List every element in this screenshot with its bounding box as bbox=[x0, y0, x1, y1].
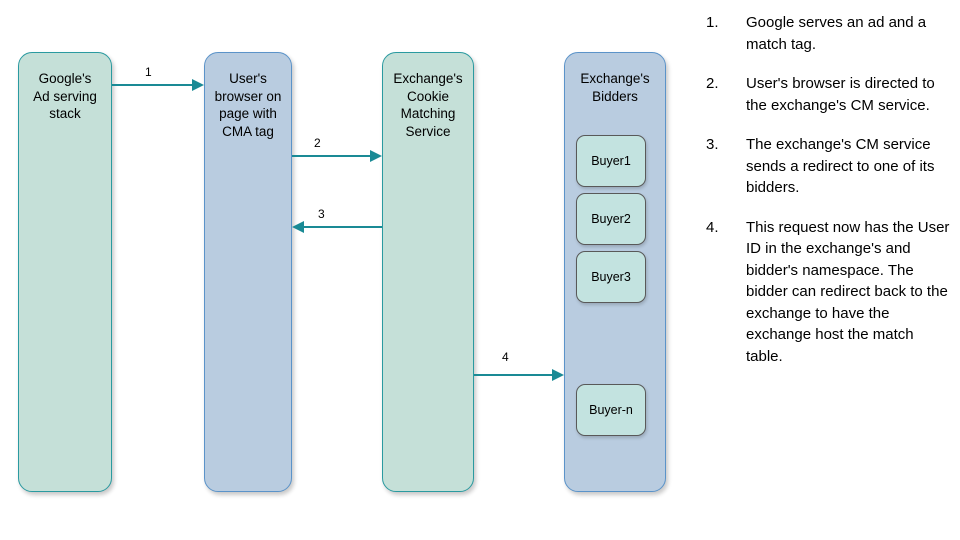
bidder-label: Buyer2 bbox=[591, 211, 631, 226]
arrow-1-label: 1 bbox=[145, 65, 152, 79]
step-text: Google serves an ad and a match tag. bbox=[746, 14, 927, 53]
step-item: 2. User's browser is directed to the exc… bbox=[706, 73, 950, 116]
bidder-label: Buyer3 bbox=[591, 269, 631, 284]
step-number: 3. bbox=[706, 136, 719, 153]
bidder-buyern[interactable]: Buyer-n bbox=[576, 384, 646, 436]
node-label: User's browser on page with CMA tag bbox=[214, 71, 282, 139]
bidder-buyer2[interactable]: Buyer2 bbox=[576, 193, 646, 245]
arrow-3-head-icon bbox=[292, 220, 304, 233]
arrow-4-head-icon bbox=[552, 368, 564, 381]
step-text: This request now has the User ID in the … bbox=[746, 218, 950, 365]
step-item: 4. This request now has the User ID in t… bbox=[706, 217, 950, 368]
bidder-buyer1[interactable]: Buyer1 bbox=[576, 135, 646, 187]
step-text: The exchange's CM service sends a redire… bbox=[746, 136, 935, 196]
step-number: 1. bbox=[706, 14, 719, 31]
arrow-3-line bbox=[304, 226, 382, 228]
step-item: 3. The exchange's CM service sends a red… bbox=[706, 134, 950, 199]
bidder-buyer3[interactable]: Buyer3 bbox=[576, 251, 646, 303]
arrow-4-label: 4 bbox=[502, 350, 509, 364]
step-number: 2. bbox=[706, 75, 719, 92]
arrow-2-line bbox=[292, 155, 372, 157]
node-google-ad-serving-stack[interactable]: Google's Ad serving stack bbox=[18, 52, 112, 492]
node-user-browser[interactable]: User's browser on page with CMA tag bbox=[204, 52, 292, 492]
step-text: User's browser is directed to the exchan… bbox=[746, 75, 935, 114]
arrow-1-line bbox=[112, 84, 194, 86]
node-label: Exchange's Bidders bbox=[580, 71, 650, 104]
node-cookie-matching-service[interactable]: Exchange's Cookie Matching Service bbox=[382, 52, 474, 492]
node-label: Google's Ad serving stack bbox=[33, 71, 97, 121]
step-number: 4. bbox=[706, 218, 719, 236]
arrow-3-label: 3 bbox=[318, 207, 325, 221]
arrow-4-line bbox=[474, 374, 554, 376]
arrow-2-label: 2 bbox=[314, 136, 321, 150]
bidder-label: Buyer-n bbox=[589, 402, 633, 417]
arrow-1-head-icon bbox=[192, 78, 204, 91]
step-item: 1. Google serves an ad and a match tag. bbox=[706, 12, 950, 55]
arrow-2-head-icon bbox=[370, 149, 382, 162]
steps-list: 1. Google serves an ad and a match tag. … bbox=[706, 12, 950, 385]
node-label: Exchange's Cookie Matching Service bbox=[393, 71, 463, 139]
bidder-label: Buyer1 bbox=[591, 153, 631, 168]
